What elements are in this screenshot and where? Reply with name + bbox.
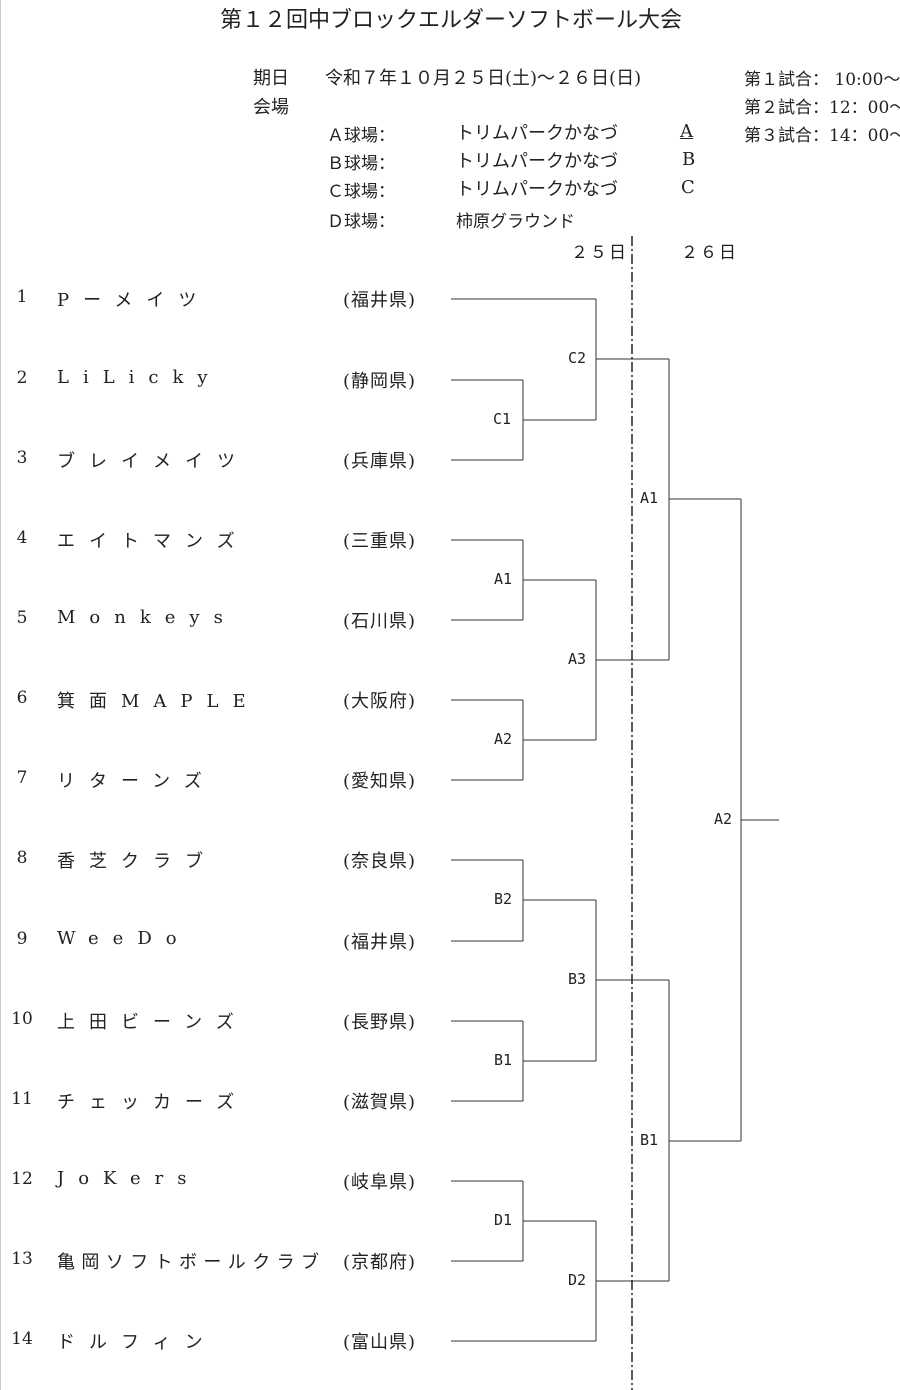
team-number: 7 — [16, 768, 28, 788]
match-label-final: A2 — [713, 810, 732, 828]
team-name: LiLicky — [57, 367, 222, 388]
team-number: 14 — [11, 1329, 33, 1349]
date-label: 期日 — [253, 68, 289, 89]
match-label-b3: B3 — [567, 970, 586, 988]
game-time-1: 第１試合： 10:00～ — [744, 70, 900, 90]
game-time-3: 第３試合：14：00～ — [744, 126, 900, 146]
team-name: Monkeys — [57, 607, 237, 628]
day1-label: ２５日 — [571, 243, 628, 263]
team-prefecture: (京都府) — [343, 1252, 417, 1273]
game-time-2: 第２試合：12：00～ — [744, 98, 900, 118]
match-label-semi2: B1 — [639, 1131, 658, 1149]
team-number: 6 — [16, 688, 28, 708]
team-number: 13 — [11, 1249, 33, 1269]
match-label-b2: B2 — [493, 890, 512, 908]
page-title: 第１２回中ブロックエルダーソフトボール大会 — [219, 8, 682, 33]
team-prefecture: (静岡県) — [343, 371, 417, 392]
team-number: 9 — [16, 929, 28, 949]
team-name: Pーメイツ — [57, 290, 211, 311]
venue-label: 会場 — [253, 97, 289, 118]
team-number: 4 — [16, 528, 28, 548]
team-number: 3 — [16, 448, 28, 468]
team-prefecture: (兵庫県) — [343, 451, 417, 472]
team-prefecture: (滋賀県) — [343, 1092, 417, 1113]
team-number: 1 — [16, 287, 28, 307]
team-prefecture: (大阪府) — [343, 691, 417, 712]
team-name: 香芝クラブ — [57, 851, 217, 872]
field-b-mark: B — [682, 149, 696, 170]
field-c-name: トリムパークかなづ — [456, 179, 618, 200]
field-d-label: Ｄ球場： — [327, 212, 395, 232]
team-prefecture: (富山県) — [343, 1332, 417, 1353]
team-prefecture: (福井県) — [343, 932, 417, 953]
match-label-a3: A3 — [567, 650, 586, 668]
match-label-d1: D1 — [493, 1211, 512, 1229]
team-number: 10 — [11, 1009, 33, 1029]
date-value: 令和７年１０月２５日(土)～２６日(日) — [325, 68, 642, 89]
team-prefecture: (長野県) — [343, 1012, 417, 1033]
team-prefecture: (奈良県) — [343, 851, 417, 872]
field-a-mark: A — [680, 121, 693, 142]
team-name: 箕面MAPLE — [57, 691, 260, 712]
field-b-label: Ｂ球場： — [327, 154, 395, 174]
team-name: リターンズ — [57, 771, 216, 792]
match-label-a2: A2 — [493, 730, 512, 748]
team-prefecture: (石川県) — [343, 611, 417, 632]
team-name: ドルフィン — [57, 1332, 217, 1353]
field-a-name: トリムパークかなづ — [456, 123, 618, 144]
team-name: WeeDo — [57, 928, 191, 949]
day2-label: ２６日 — [681, 243, 738, 263]
team-name: チェッカーズ — [57, 1092, 249, 1113]
team-number: 12 — [11, 1169, 33, 1189]
team-number: 11 — [11, 1089, 33, 1109]
team-name: 亀岡ソフトボールクラブ — [57, 1252, 326, 1273]
match-label-c1: C1 — [492, 410, 511, 428]
team-number: 8 — [16, 848, 28, 868]
team-name: JoKers — [57, 1168, 201, 1189]
field-b-name: トリムパークかなづ — [456, 151, 618, 172]
match-label-b1: B1 — [493, 1051, 512, 1069]
team-name: ブレイメイツ — [57, 451, 249, 472]
field-d-name: 柿原グラウンド — [456, 212, 575, 232]
field-c-mark: C — [681, 177, 695, 198]
team-prefecture: (福井県) — [343, 290, 417, 311]
match-label-semi1: A1 — [639, 489, 658, 507]
field-a-label: Ａ球場： — [327, 126, 395, 146]
team-name: エイトマンズ — [57, 531, 249, 552]
team-prefecture: (愛知県) — [343, 771, 417, 792]
match-label-d2: D2 — [567, 1271, 586, 1289]
match-label-c2: C2 — [567, 349, 586, 367]
team-number: 5 — [16, 608, 28, 628]
team-name: 上田ビーンズ — [57, 1012, 248, 1033]
team-number: 2 — [16, 368, 28, 388]
team-prefecture: (岐阜県) — [343, 1172, 417, 1193]
match-label-a1: A1 — [493, 570, 512, 588]
field-c-label: Ｃ球場： — [327, 182, 395, 202]
team-prefecture: (三重県) — [343, 531, 417, 552]
